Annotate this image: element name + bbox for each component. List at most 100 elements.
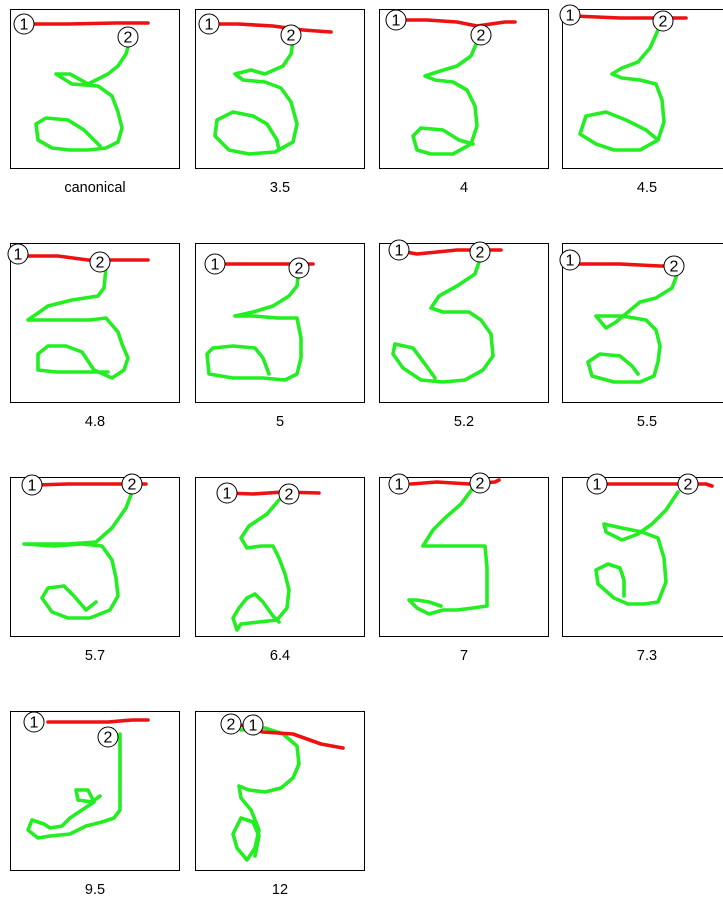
panel-caption: 12 (193, 882, 367, 898)
marker-1: 1 (14, 14, 34, 34)
svg-text:2: 2 (476, 245, 485, 262)
panel-9: 125.7 (8, 472, 188, 687)
svg-text:2: 2 (684, 477, 693, 494)
panel-caption: 5 (193, 414, 367, 430)
svg-text:2: 2 (124, 30, 133, 47)
svg-text:2: 2 (96, 255, 105, 272)
panel-caption: 6.4 (193, 648, 367, 664)
stroke-2-path (36, 40, 130, 150)
svg-text:2: 2 (659, 14, 668, 31)
panel-caption: 5.7 (8, 648, 182, 664)
panel-3: 1 2 4 (377, 4, 557, 219)
panel-caption: 5.2 (377, 414, 551, 430)
svg-text:1: 1 (249, 718, 258, 735)
marker-1: 1 (22, 475, 42, 495)
svg-text:1: 1 (20, 17, 29, 34)
svg-text:1: 1 (392, 13, 401, 30)
svg-text:2: 2 (477, 28, 486, 45)
marker-2: 2 (470, 473, 490, 493)
stroke-2-path (215, 42, 297, 154)
svg-text:1: 1 (566, 253, 575, 270)
panel-caption: 3.5 (193, 180, 367, 196)
svg-text:1: 1 (223, 486, 232, 503)
marker-2: 2 (279, 484, 299, 504)
marker-1: 1 (8, 244, 28, 264)
panel-11: 1 2 7 (377, 472, 557, 687)
svg-text:2: 2 (295, 261, 304, 278)
stroke-2-path (207, 268, 301, 380)
marker-1: 1 (243, 715, 263, 735)
panel-caption: 4.8 (8, 414, 182, 430)
stroke-2-path (28, 734, 120, 838)
panel-caption: 7.3 (560, 648, 723, 664)
marker-2: 2 (678, 474, 698, 494)
stroke-1-path (22, 256, 148, 260)
stroke-1-path (227, 492, 319, 494)
svg-text:2: 2 (128, 477, 137, 494)
stroke-2-path (588, 272, 678, 382)
stroke-2-path (233, 728, 299, 860)
marker-1: 1 (587, 474, 607, 494)
stroke-2-path (28, 268, 128, 378)
marker-2: 2 (289, 258, 309, 278)
svg-text:2: 2 (285, 487, 294, 504)
marker-2: 2 (470, 242, 490, 262)
stroke-2-path (393, 256, 493, 382)
panel-caption: 4 (377, 180, 551, 196)
stroke-1-path (208, 24, 331, 32)
stroke-1-path (48, 720, 148, 722)
svg-text:2: 2 (227, 717, 236, 734)
marker-2: 2 (281, 25, 301, 45)
svg-text:1: 1 (30, 715, 39, 732)
marker-2: 2 (471, 25, 491, 45)
panel-caption: 9.5 (8, 882, 182, 898)
svg-text:1: 1 (205, 17, 214, 34)
svg-text:1: 1 (395, 477, 404, 494)
marker-2: 2 (122, 474, 142, 494)
svg-text:1: 1 (211, 257, 220, 274)
marker-1: 1 (205, 254, 225, 274)
marker-2: 2 (653, 11, 673, 31)
marker-1: 1 (389, 474, 409, 494)
marker-2: 2 (98, 727, 118, 747)
panel-caption: canonical (8, 180, 182, 196)
marker-1: 1 (386, 10, 406, 30)
panel-caption: 7 (377, 648, 551, 664)
stroke-2-path (413, 42, 477, 154)
svg-text:2: 2 (476, 476, 485, 493)
svg-text:1: 1 (593, 477, 602, 494)
panel-2: 123.5 (193, 4, 373, 219)
marker-2: 2 (90, 252, 110, 272)
svg-text:1: 1 (395, 243, 404, 260)
svg-text:1: 1 (566, 8, 575, 25)
svg-text:2: 2 (670, 259, 679, 276)
marker-2: 2 (118, 27, 138, 47)
panel-7: 125.2 (377, 238, 557, 453)
svg-text:1: 1 (14, 247, 23, 264)
marker-1: 1 (217, 483, 237, 503)
stroke-2-path (233, 500, 289, 630)
marker-1: 1 (560, 250, 580, 270)
marker-1: 1 (560, 5, 580, 25)
stroke-1-path (393, 20, 515, 26)
marker-2: 2 (221, 714, 241, 734)
stroke-2-path (580, 30, 664, 150)
panel-caption: 4.5 (560, 180, 723, 196)
stroke-2-path (24, 492, 132, 618)
stroke-1-path (576, 264, 674, 266)
marker-1: 1 (389, 240, 409, 260)
panel-caption: 5.5 (560, 414, 723, 430)
svg-text:2: 2 (287, 28, 296, 45)
stroke-2-path (596, 492, 678, 604)
panel-13: 129.5 (8, 706, 188, 921)
marker-1: 1 (24, 712, 44, 732)
stroke-1-path (22, 23, 148, 24)
panel-1: 1 2 canonical (8, 4, 188, 219)
